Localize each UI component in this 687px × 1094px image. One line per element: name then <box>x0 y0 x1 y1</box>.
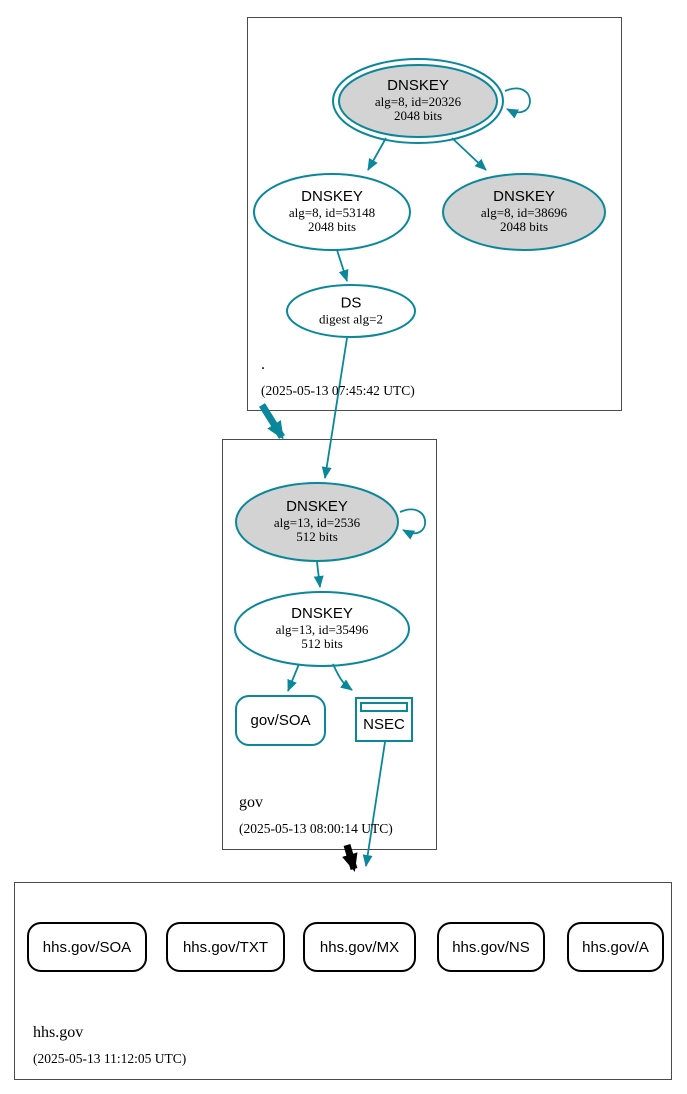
node-gov-ksk[interactable]: DNSKEY alg=13, id=2536 512 bits <box>273 498 361 545</box>
node-gov-soa-label: gov/SOA <box>250 712 311 729</box>
edge-root-ksk-self-sign <box>504 87 531 119</box>
node-root-dnskey38696-bits: 2048 bits <box>499 219 549 235</box>
node-root-zsk-detail: alg=8, id=53148 <box>288 204 376 220</box>
zone-timestamp-hhs-gov: (2025-05-13 11:12:05 UTC) <box>33 1051 187 1066</box>
edge-gov-ksk-self-sign <box>399 508 426 540</box>
node-root-zsk-shape[interactable] <box>253 173 411 251</box>
node-gov-ksk-bits: 512 bits <box>296 529 338 545</box>
edge-gov-ksk-to-zsk <box>313 561 324 588</box>
node-hhs-mx[interactable]: hhs.gov/MX <box>303 922 416 972</box>
node-gov-zsk-shape[interactable] <box>234 591 410 667</box>
node-root-ksk-detail: alg=8, id=20326 <box>374 93 462 109</box>
zone-box-hhs-gov <box>14 882 672 1080</box>
node-hhs-soa-label: hhs.gov/SOA <box>42 938 132 956</box>
node-root-ds-shape[interactable] <box>286 284 416 338</box>
nsec-top-strip <box>360 702 408 712</box>
zone-label-hhs-gov: hhs.gov <box>33 1024 84 1041</box>
node-hhs-txt[interactable]: hhs.gov/TXT <box>166 922 285 972</box>
node-root-ds-title: DS <box>340 294 362 312</box>
edge-root-ksk-to-dnskey38696 <box>451 137 487 171</box>
edge-ds-to-gov-ksk <box>321 337 348 479</box>
node-gov-ksk-detail: alg=13, id=2536 <box>273 514 361 530</box>
node-root-dnskey38696[interactable]: DNSKEY alg=8, id=38696 2048 bits <box>480 188 568 235</box>
node-gov-nsec[interactable]: NSEC <box>355 697 413 742</box>
node-gov-ksk-shape[interactable] <box>235 482 399 562</box>
node-hhs-ns-label: hhs.gov/NS <box>452 938 530 956</box>
node-hhs-a-label: hhs.gov/A <box>582 938 649 956</box>
zone-box-root <box>247 17 622 411</box>
node-gov-zsk-bits: 512 bits <box>301 636 343 652</box>
node-root-ksk[interactable]: DNSKEY alg=8, id=20326 2048 bits <box>374 77 462 124</box>
node-root-ds-detail: digest alg=2 <box>318 311 384 327</box>
edge-gov-zsk-to-soa <box>287 663 300 692</box>
zone-box-gov <box>222 439 437 850</box>
zone-timestamp-gov: (2025-05-13 08:00:14 UTC) <box>239 821 393 836</box>
edge-root-ksk-to-zsk <box>367 137 387 171</box>
edge-root-to-gov-secure-delegation <box>259 403 285 440</box>
zone-timestamp-root: (2025-05-13 07:45:42 UTC) <box>261 383 415 398</box>
node-root-zsk-title: DNSKEY <box>301 188 363 206</box>
node-root-ds[interactable]: DS digest alg=2 <box>319 295 383 326</box>
node-hhs-a[interactable]: hhs.gov/A <box>567 922 664 972</box>
node-gov-zsk[interactable]: DNSKEY alg=13, id=35496 512 bits <box>275 605 369 652</box>
node-gov-ksk-title: DNSKEY <box>286 498 348 516</box>
node-gov-zsk-detail: alg=13, id=35496 <box>275 621 369 637</box>
edge-root-zsk-to-ds <box>336 249 349 282</box>
node-hhs-txt-label: hhs.gov/TXT <box>182 938 269 956</box>
node-root-ksk-shape[interactable] <box>338 64 498 138</box>
node-root-dnskey38696-title: DNSKEY <box>493 188 555 206</box>
node-root-ksk-bits: 2048 bits <box>393 108 443 124</box>
node-root-ksk-title: DNSKEY <box>387 77 449 95</box>
edge-nsec-to-hhs-zone <box>362 741 386 867</box>
node-hhs-ns[interactable]: hhs.gov/NS <box>437 922 545 972</box>
node-hhs-soa[interactable]: hhs.gov/SOA <box>27 922 147 972</box>
zone-label-root: . <box>261 356 265 373</box>
node-gov-nsec-label: NSEC <box>363 716 405 733</box>
node-root-zsk[interactable]: DNSKEY alg=8, id=53148 2048 bits <box>288 188 376 235</box>
zone-label-gov: gov <box>239 794 263 811</box>
edge-gov-zsk-to-nsec <box>332 663 353 691</box>
node-root-dnskey38696-detail: alg=8, id=38696 <box>480 204 568 220</box>
edge-gov-to-hhs-insecure-delegation <box>342 844 358 872</box>
node-root-dnskey38696-shape[interactable] <box>442 173 606 251</box>
node-root-zsk-bits: 2048 bits <box>307 219 357 235</box>
node-gov-soa[interactable]: gov/SOA <box>235 695 326 746</box>
node-hhs-mx-label: hhs.gov/MX <box>319 938 400 956</box>
node-gov-zsk-title: DNSKEY <box>291 605 353 623</box>
